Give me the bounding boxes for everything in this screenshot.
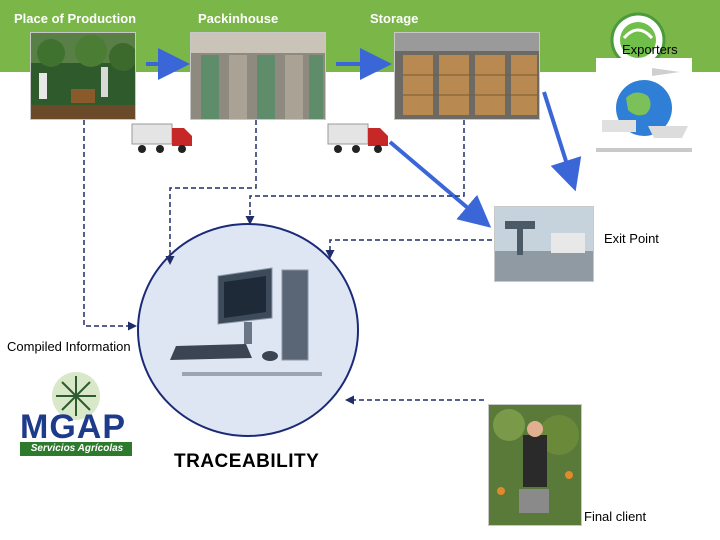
mgap-logo-name: MGAP (20, 408, 126, 446)
computer-icon (170, 267, 322, 376)
production-photo (30, 32, 136, 120)
compiled-information-label: Compiled Information (7, 339, 131, 354)
dashed-storage-to-center (245, 120, 465, 225)
arrow-exporters-to-exit (542, 91, 582, 192)
exporters-image (596, 58, 692, 152)
stage-label-packinghouse: Packinhouse (198, 11, 279, 26)
mgap-logo-subtitle: Servicios Agrícolas (30, 443, 124, 454)
exit-point-label: Exit Point (604, 231, 659, 246)
truck-icon (327, 123, 388, 153)
stage-label-production: Place of Production (14, 11, 137, 26)
exit-point-photo (494, 206, 594, 282)
company-logo-icon (610, 12, 666, 68)
traceability-title: TRACEABILITY (174, 451, 320, 472)
dashed-packinghouse-to-center (165, 120, 257, 265)
final-client-label: Final client (584, 509, 647, 524)
dashed-exit-to-center (325, 239, 492, 259)
stage-label-storage: Storage (370, 11, 419, 26)
truck-icon (131, 123, 192, 153)
packinghouse-photo (190, 32, 326, 120)
final-client-photo (488, 404, 582, 526)
exporters-label: Exporters (622, 42, 678, 57)
arrow-storage-to-exit (388, 140, 492, 228)
storage-photo (394, 32, 540, 120)
mgap-emblem-icon (20, 372, 132, 456)
dashed-production-to-center (83, 120, 137, 331)
mgap-logo: MGAP Servicios Agrícolas (14, 370, 138, 462)
